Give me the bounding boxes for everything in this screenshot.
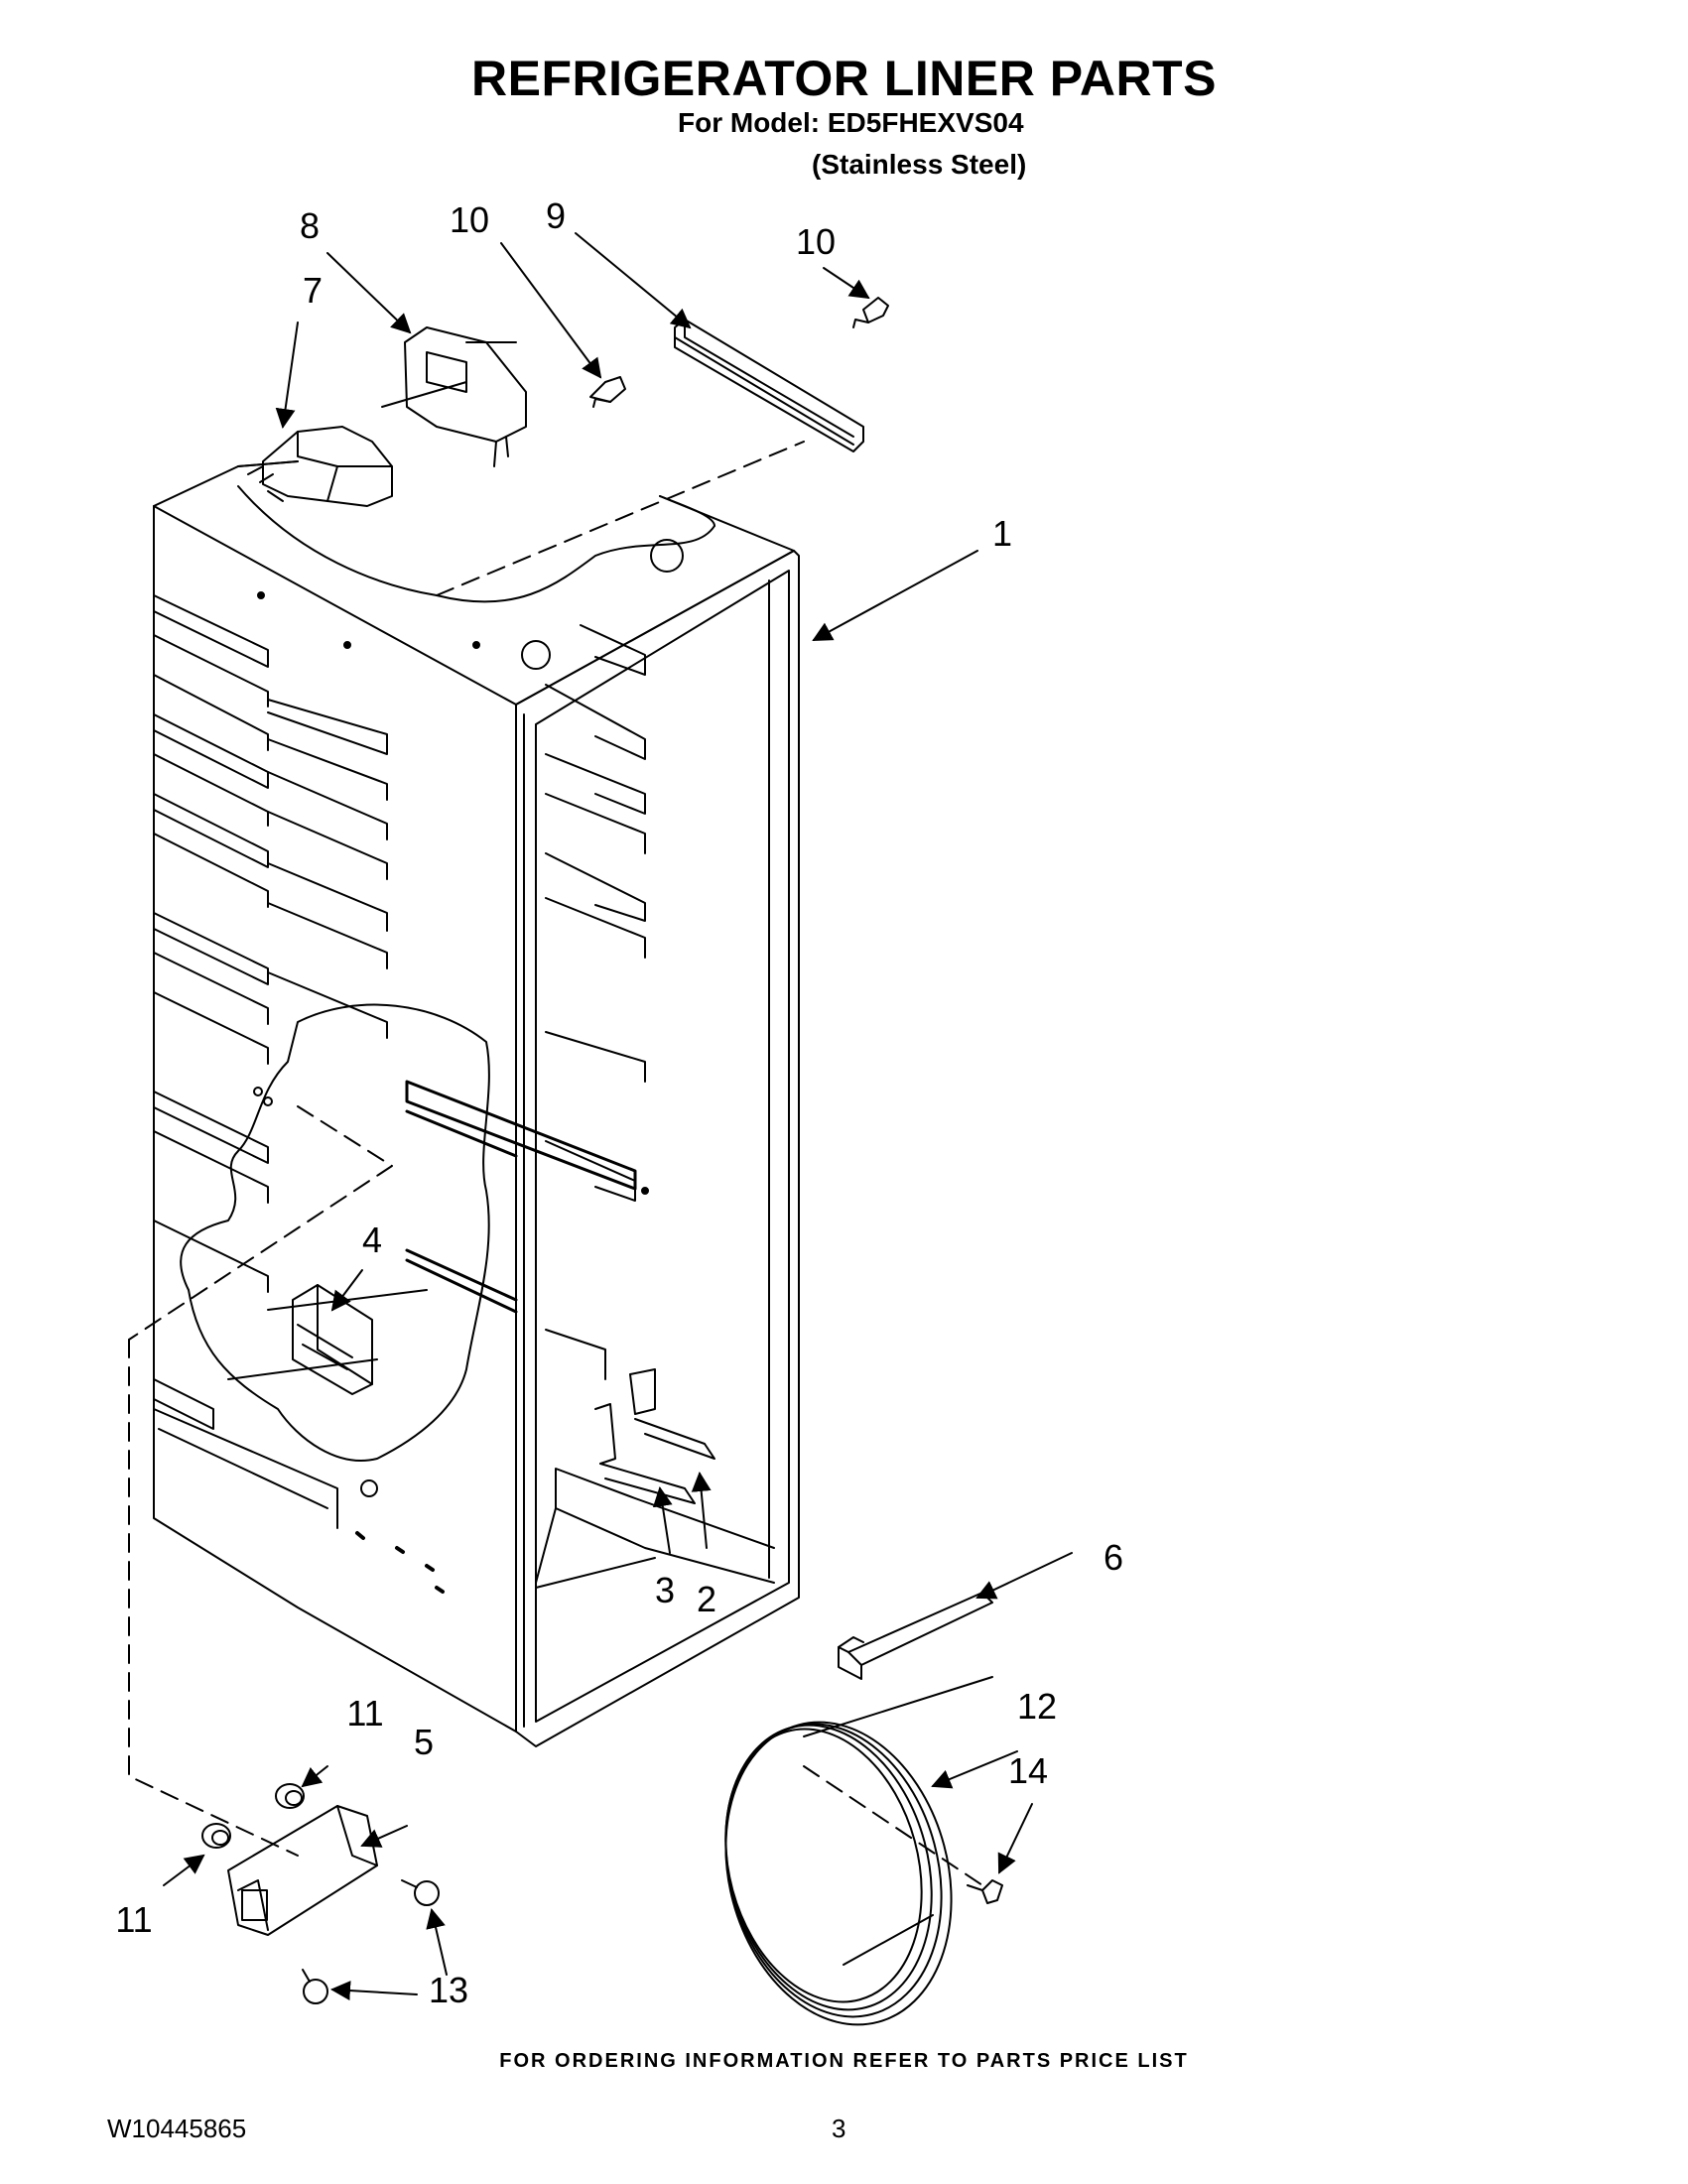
refrigerator-liner [154, 461, 799, 1746]
part-4-vent [293, 1285, 372, 1394]
callout-14: 14 [1007, 1750, 1049, 1791]
finish-line: (Stainless Steel) [812, 149, 1027, 180]
callout-10-upper: 10 [449, 199, 490, 240]
page-title: REFRIGERATOR LINER PARTS [471, 51, 1217, 106]
assembly-lines [129, 442, 982, 1885]
part-5-housing [228, 1806, 377, 1935]
part-6-cable-tie [839, 1593, 992, 1679]
callout-11-lower: 11 [115, 1899, 153, 1940]
part-14-screw [968, 1880, 1002, 1903]
part-10-screw-upper [590, 377, 625, 407]
callout-8: 8 [299, 205, 321, 246]
callout-10-right: 10 [795, 221, 837, 262]
callout-2: 2 [696, 1579, 717, 1619]
leader-arrows [164, 233, 1072, 2001]
part-9-rail [675, 320, 863, 451]
model-line: For Model: ED5FHEXVS04 [678, 107, 1024, 138]
callout-12: 12 [1016, 1686, 1058, 1727]
part-13-screw-lower [303, 1970, 327, 2003]
ordering-note: FOR ORDERING INFORMATION REFER TO PARTS … [499, 2050, 1189, 2072]
document-id: W10445865 [107, 2114, 247, 2143]
callout-1: 1 [991, 513, 1013, 554]
callout-11-upper: 11 [346, 1693, 384, 1734]
page-number: 3 [832, 2114, 846, 2143]
callout-13: 13 [428, 1970, 469, 2010]
part-12-tubing [694, 1677, 992, 2050]
callout-5: 5 [413, 1722, 435, 1762]
callout-6: 6 [1103, 1537, 1124, 1578]
part-7-housing [248, 427, 392, 506]
part-11-plug-upper [276, 1784, 304, 1808]
part-10-screw-right [853, 298, 888, 327]
part-13-screw-right [402, 1880, 439, 1905]
part-8-bracket [382, 327, 526, 466]
part-11-plug-lower [202, 1824, 230, 1848]
callout-4: 4 [361, 1220, 383, 1260]
callout-9: 9 [545, 195, 567, 236]
callout-3: 3 [654, 1570, 676, 1610]
callout-7: 7 [302, 270, 324, 311]
